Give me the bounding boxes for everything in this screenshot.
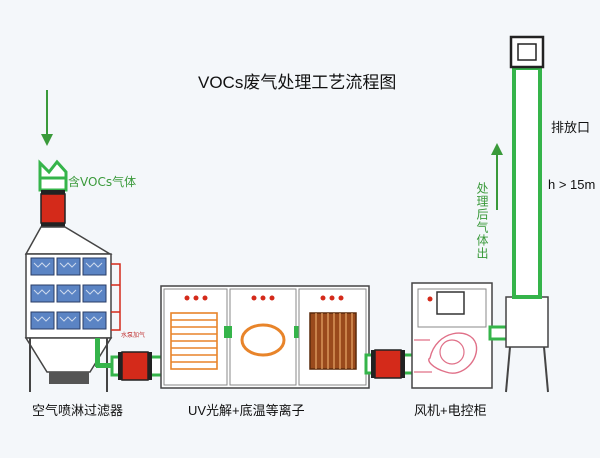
exhaust-stack — [505, 35, 549, 393]
outlet-label: 排放口 — [551, 120, 590, 135]
filter-grid — [309, 312, 357, 370]
blower-cabinet — [411, 282, 493, 389]
plasma-section — [229, 288, 297, 386]
uv-lamp-grid — [170, 312, 218, 370]
tower-hopper — [24, 337, 113, 373]
inlet-mouth — [38, 159, 68, 180]
inlet-fan — [40, 193, 66, 224]
stage2-label: UV光解+底温等离子 — [188, 403, 305, 418]
spray-modules — [30, 257, 107, 330]
spray-tower: 水泵加气 — [24, 159, 145, 392]
water-pipe — [111, 263, 121, 331]
outlet-arrow — [491, 143, 503, 210]
blower-volute — [428, 332, 478, 374]
plasma-coil — [240, 323, 286, 357]
inlet-label: 含VOCs气体 — [68, 174, 136, 189]
stage1-label: 空气喷淋过滤器 — [32, 403, 123, 418]
water-tank — [49, 372, 89, 384]
duct-fan-1 — [110, 351, 164, 381]
control-screen — [436, 291, 465, 315]
height-label: h > 15m — [548, 177, 595, 192]
tower-hood — [24, 226, 113, 255]
drain-label: 水泵加气 — [121, 331, 145, 339]
treated-label: 处理后气体出 — [475, 182, 489, 260]
duct-fan-2 — [364, 349, 420, 379]
stack-pipe — [512, 66, 542, 299]
stack-base — [505, 296, 549, 348]
inlet-arrow — [41, 90, 53, 146]
diagram-title: VOCs废气处理工艺流程图 — [198, 73, 396, 92]
uv-plasma-unit — [160, 285, 370, 389]
stage3-label: 风机+电控柜 — [414, 403, 487, 418]
